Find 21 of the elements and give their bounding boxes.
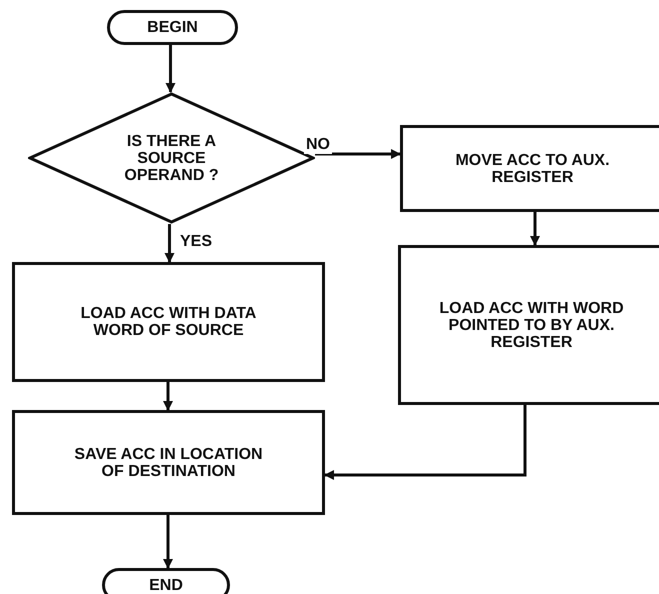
- node-text: IS THERE A SOURCE OPERAND ?: [123, 132, 220, 184]
- terminal: [102, 568, 230, 594]
- node-text: MOVE ACC TO AUX. REGISTER: [454, 152, 611, 186]
- arrow: [166, 45, 176, 93]
- edge-label: NO: [304, 136, 332, 154]
- node-text: END: [148, 576, 184, 594]
- arrow: [324, 405, 526, 480]
- process-box: [400, 125, 659, 212]
- terminal: [107, 10, 238, 45]
- node-text: LOAD ACC WITH DATA WORD OF SOURCE: [80, 305, 258, 339]
- arrow: [163, 382, 173, 411]
- node-text: BEGIN: [146, 19, 199, 36]
- arrow: [164, 224, 174, 263]
- node-text: LOAD ACC WITH WORD POINTED TO BY AUX. REGISTER: [438, 300, 625, 350]
- arrow: [315, 149, 401, 159]
- process-box: [12, 262, 325, 382]
- arrow: [163, 515, 173, 569]
- node-text: SAVE ACC IN LOCATION OF DESTINATION: [73, 446, 264, 480]
- process-box: [12, 410, 325, 515]
- process-box: [398, 245, 659, 405]
- arrow: [530, 212, 540, 246]
